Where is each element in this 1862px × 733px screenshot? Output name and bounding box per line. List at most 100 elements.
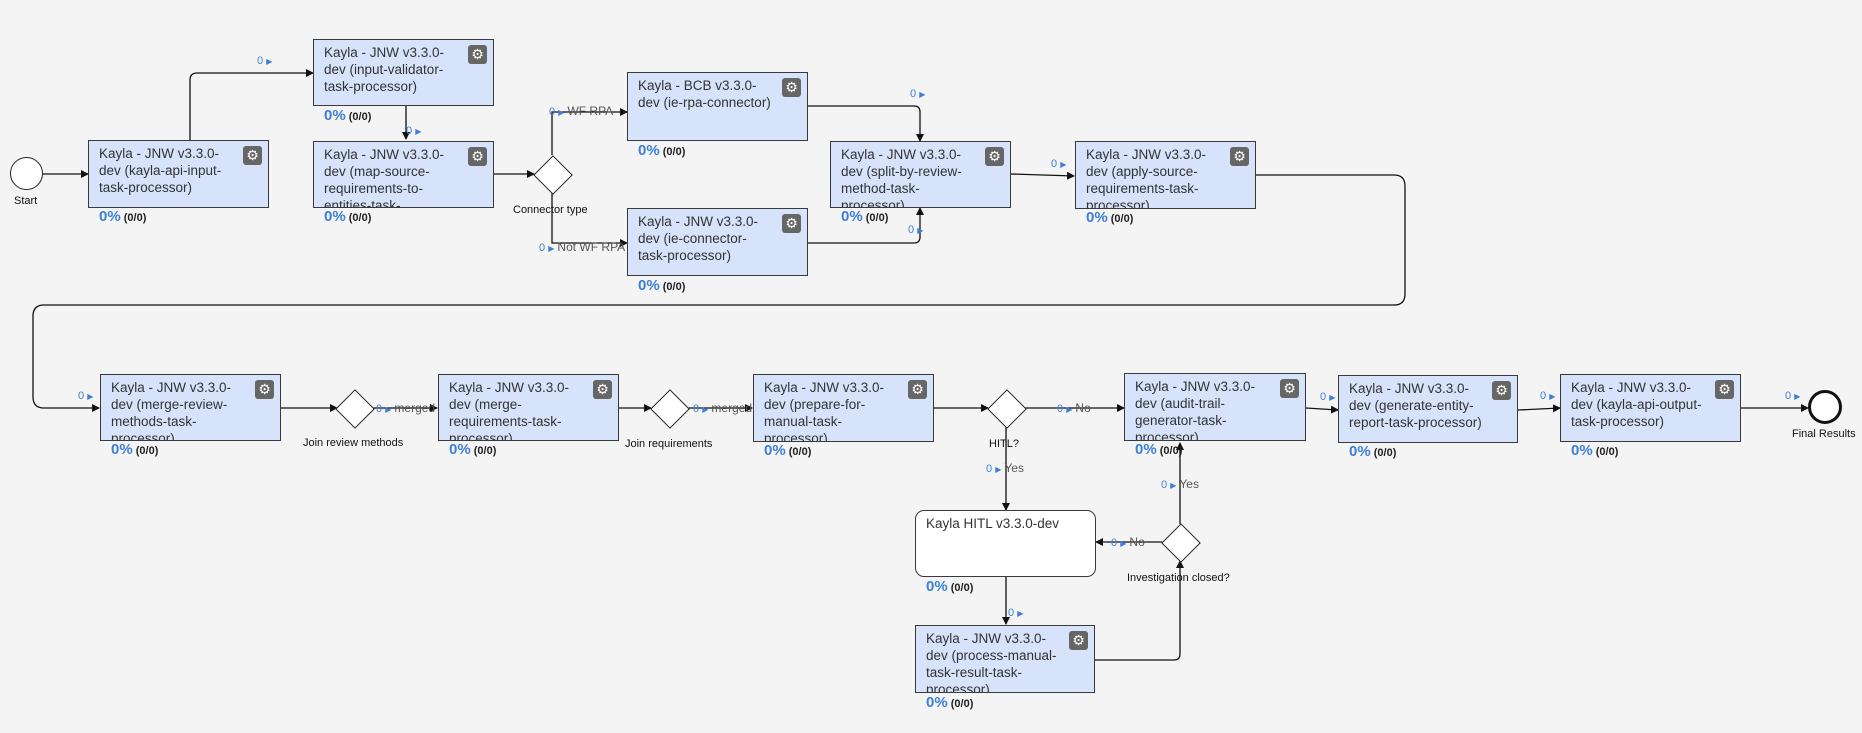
edge-count: 0 [908, 224, 915, 236]
task-prepare-manual[interactable]: Kayla - JNW v3.3.0-dev (prepare-for-manu… [753, 374, 934, 442]
edge-badge[interactable]: 0 ▶ merged [693, 401, 752, 415]
play-triangle-icon: ▶ [87, 392, 94, 401]
gear-icon[interactable]: ⚙ [1492, 381, 1511, 400]
percent-complete: 0% [638, 142, 660, 159]
play-triangle-icon: ▶ [385, 405, 392, 414]
gear-icon[interactable]: ⚙ [782, 214, 801, 233]
edge-badge[interactable]: 0 ▶ [1051, 158, 1066, 170]
task-title: Kayla - JNW v3.3.0-dev (merge-review-met… [111, 380, 232, 441]
edge-badge[interactable]: 0 ▶ [1540, 390, 1555, 402]
edge-process-to-investigation [1095, 560, 1184, 661]
task-count: (0/0) [662, 146, 686, 158]
task-count: (0/0) [788, 446, 812, 458]
start-event[interactable] [10, 157, 43, 190]
edge-label: No [1075, 401, 1091, 415]
task-hitl[interactable]: Kayla HITL v3.3.0-dev [915, 510, 1096, 577]
task-stat: 0% (0/0) [1086, 209, 1133, 226]
gear-icon[interactable]: ⚙ [1069, 631, 1088, 650]
percent-complete: 0% [324, 107, 346, 124]
edge-count: 0 [549, 106, 556, 118]
edge-badge[interactable]: 0 ▶ [1320, 391, 1335, 403]
task-title: Kayla - JNW v3.3.0-dev (prepare-for-manu… [764, 380, 885, 442]
task-split-by-review[interactable]: Kayla - JNW v3.3.0-dev (split-by-review-… [830, 141, 1011, 208]
task-stat: 0% (0/0) [1571, 442, 1618, 459]
gear-icon[interactable]: ⚙ [1715, 380, 1734, 399]
task-kayla-api-output[interactable]: Kayla - JNW v3.3.0-dev (kayla-api-output… [1560, 374, 1741, 442]
gear-icon[interactable]: ⚙ [243, 146, 262, 165]
task-audit-trail[interactable]: Kayla - JNW v3.3.0-dev (audit-trail-gene… [1124, 373, 1306, 441]
edge-badge[interactable]: 0 ▶ WF RPA [549, 104, 613, 118]
task-merge-requirements[interactable]: Kayla - JNW v3.3.0-dev (merge-requiremen… [438, 374, 619, 441]
gateway-label: HITL? [989, 438, 1019, 450]
task-apply-source[interactable]: Kayla - JNW v3.3.0-dev (apply-source-req… [1075, 141, 1256, 209]
percent-complete: 0% [926, 578, 948, 595]
play-triangle-icon: ▶ [1120, 539, 1127, 548]
edge-count: 0 [376, 403, 383, 415]
task-ie-connector[interactable]: Kayla - JNW v3.3.0-dev (ie-connector-tas… [627, 208, 808, 276]
edge-badge[interactable]: 0 ▶ [78, 390, 93, 402]
end-label: Final Results [1792, 428, 1856, 440]
edge-label: Not WF RPA [557, 240, 626, 254]
task-stat: 0% (0/0) [1349, 443, 1396, 460]
edge-badge[interactable]: 0 ▶ [910, 88, 925, 100]
gear-icon[interactable]: ⚙ [468, 45, 487, 64]
edge-badge[interactable]: 0 ▶ Not WF RPA [539, 240, 625, 254]
edge-badge[interactable]: 0 ▶ No [1057, 401, 1091, 415]
task-count: (0/0) [348, 212, 372, 224]
gear-icon[interactable]: ⚙ [593, 380, 612, 399]
task-title: Kayla - JNW v3.3.0-dev (generate-entity-… [1349, 381, 1482, 430]
gear-icon[interactable]: ⚙ [255, 380, 274, 399]
task-title: Kayla - BCB v3.3.0-dev (ie-rpa-connector… [638, 78, 771, 110]
edge-badge[interactable]: 0 ▶ [1008, 607, 1023, 619]
task-title: Kayla - JNW v3.3.0-dev (audit-trail-gene… [1135, 379, 1256, 441]
play-triangle-icon: ▶ [1060, 160, 1067, 169]
gear-icon[interactable]: ⚙ [985, 147, 1004, 166]
gateway-label: Join review methods [303, 437, 404, 449]
end-event[interactable] [1808, 390, 1842, 424]
edge-count: 0 [1540, 390, 1547, 402]
edge-label: WF RPA [567, 104, 614, 118]
edge-badge[interactable]: 0 ▶ [406, 125, 421, 137]
edge-badge[interactable]: 0 ▶ [1785, 390, 1800, 402]
gear-icon[interactable]: ⚙ [908, 380, 927, 399]
edge-generate-to-output [1517, 404, 1561, 413]
task-input-validator[interactable]: Kayla - JNW v3.3.0-dev (input-validator-… [313, 39, 494, 106]
edge-count: 0 [1111, 537, 1118, 549]
task-title: Kayla - JNW v3.3.0-dev (apply-source-req… [1086, 147, 1207, 209]
gear-icon[interactable]: ⚙ [782, 78, 801, 97]
edge-count: 0 [1785, 390, 1792, 402]
gear-icon[interactable]: ⚙ [1230, 147, 1249, 166]
task-stat: 0% (0/0) [1135, 441, 1182, 458]
task-count: (0/0) [1159, 445, 1183, 457]
percent-complete: 0% [764, 442, 786, 459]
edge-badge[interactable]: 0 ▶ [257, 55, 272, 67]
edge-count: 0 [1320, 391, 1327, 403]
gear-icon[interactable]: ⚙ [1280, 379, 1299, 398]
percent-complete: 0% [638, 277, 660, 294]
edge-badge[interactable]: 0 ▶ Yes [986, 461, 1024, 475]
edge-badge[interactable]: 0 ▶ Yes [1161, 477, 1199, 491]
task-stat: 0% (0/0) [99, 208, 146, 225]
edge-rpa-to-split [808, 105, 924, 142]
task-map-source[interactable]: Kayla - JNW v3.3.0-dev (map-source-requi… [313, 141, 494, 208]
edge-api-input-to-validator [189, 69, 314, 140]
task-ie-rpa[interactable]: Kayla - BCB v3.3.0-dev (ie-rpa-connector… [627, 72, 808, 141]
edge-label: merged [711, 401, 753, 415]
play-triangle-icon: ▶ [995, 465, 1002, 474]
edge-count: 0 [693, 403, 700, 415]
task-kayla-api-input[interactable]: Kayla - JNW v3.3.0-dev (kayla-api-input-… [88, 140, 269, 208]
gear-icon[interactable]: ⚙ [468, 147, 487, 166]
task-generate-entity[interactable]: Kayla - JNW v3.3.0-dev (generate-entity-… [1338, 375, 1518, 443]
task-process-manual[interactable]: Kayla - JNW v3.3.0-dev (process-manual-t… [915, 625, 1095, 693]
edge-badge[interactable]: 0 ▶ [908, 224, 923, 236]
task-merge-review[interactable]: Kayla - JNW v3.3.0-dev (merge-review-met… [100, 374, 281, 441]
percent-complete: 0% [1349, 443, 1371, 460]
percent-complete: 0% [1571, 442, 1593, 459]
edge-badge[interactable]: 0 ▶ No [1111, 535, 1145, 549]
task-stat: 0% (0/0) [638, 142, 685, 159]
task-title: Kayla - JNW v3.3.0-dev (merge-requiremen… [449, 380, 570, 441]
edge-count: 0 [406, 125, 413, 137]
edge-badge[interactable]: 0 ▶ merged [376, 401, 435, 415]
edge-conn-proc-to-split [808, 207, 924, 244]
